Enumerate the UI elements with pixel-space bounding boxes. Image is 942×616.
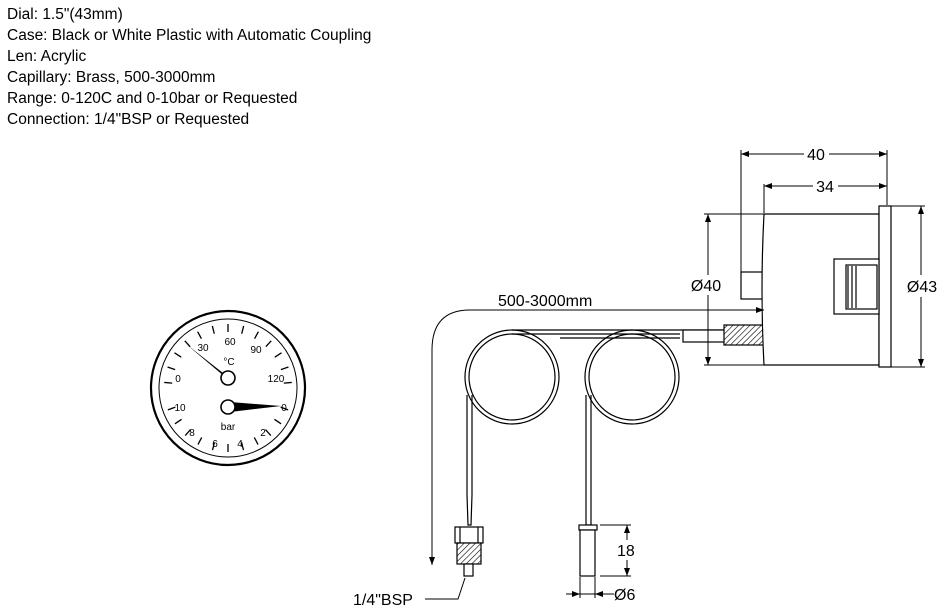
pressure-label-8: 8 (189, 428, 195, 439)
capillary-coils (464, 329, 728, 526)
specification-list: Dial: 1.5"(43mm) Case: Black or White Pl… (7, 4, 371, 130)
pressure-tick (264, 429, 272, 436)
coil-right-inner (588, 333, 676, 421)
coil-left (464, 329, 560, 425)
temp-tick (197, 331, 202, 340)
coil-right (584, 329, 680, 425)
spec-connection: Connection: 1/4"BSP or Requested (7, 111, 250, 128)
dim-bulb-length-18: 18 (617, 543, 635, 560)
gauge-front-view: 0 30 60 90 120 °C 10 8 6 4 2 0 bar (149, 309, 307, 467)
dial-face (158, 318, 298, 458)
temp-tick (254, 331, 259, 340)
pressure-label-0: 0 (281, 403, 287, 414)
capillary-connector (723, 324, 765, 346)
pressure-tick (274, 418, 282, 425)
gauge-side-view (682, 205, 892, 368)
coupling-pin (740, 271, 764, 300)
spec-range: Range: 0-120C and 0-10bar or Requested (7, 90, 298, 107)
temp-label-90: 90 (250, 345, 262, 356)
temp-label-0: 0 (175, 374, 181, 385)
gauge-bezel (878, 205, 892, 368)
temp-label-30: 30 (197, 343, 209, 354)
sensor-bulb (578, 524, 598, 577)
coil-left-inner (468, 333, 556, 421)
pressure-tick (211, 442, 216, 451)
dimension-arrowheads (429, 151, 924, 597)
pressure-tick (184, 429, 192, 436)
temp-tick (265, 340, 272, 348)
dim-capillary-length: 500-3000mm (498, 293, 592, 310)
temp-tick (174, 352, 182, 358)
temp-tick (241, 325, 245, 334)
temp-tick (283, 381, 292, 384)
temp-label-60: 60 (224, 337, 236, 348)
pressure-tick (167, 406, 176, 411)
pressure-tick (174, 418, 182, 425)
dim-diameter-43: Ø43 (907, 279, 937, 296)
pressure-needle (220, 399, 281, 415)
temp-tick (164, 381, 173, 384)
temp-tick (274, 352, 282, 358)
spec-case: Case: Black or White Plastic with Automa… (7, 27, 372, 44)
bsp-fitting (454, 526, 484, 577)
pressure-scale-ticks (167, 406, 289, 452)
pressure-label-10: 10 (174, 403, 186, 414)
capillary-sheath (682, 329, 726, 343)
dim-length-34: 34 (816, 179, 834, 196)
pressure-tick (197, 437, 203, 445)
pressure-tick (253, 437, 259, 445)
temp-tick (184, 340, 191, 348)
dim-thread-bsp: 1/4"BSP (353, 592, 413, 609)
dim-length-40: 40 (807, 147, 825, 164)
pressure-tick (240, 442, 245, 451)
temperature-scale-ticks (164, 324, 292, 384)
pressure-unit-label: bar (221, 422, 236, 433)
temp-unit-label: °C (223, 357, 234, 368)
temp-label-120: 120 (268, 374, 285, 385)
temp-tick (280, 366, 289, 371)
spec-capillary: Capillary: Brass, 500-3000mm (7, 69, 216, 86)
dim-diameter-40: Ø40 (691, 278, 721, 295)
spec-dial: Dial: 1.5"(43mm) (7, 6, 123, 23)
temp-tick (211, 325, 215, 334)
pressure-tick (280, 406, 289, 411)
pressure-label-2: 2 (260, 428, 266, 439)
temperature-needle (186, 344, 236, 386)
dim-bulb-diameter-6: Ø6 (614, 587, 635, 604)
spec-lens: Len: Acrylic (7, 48, 87, 65)
pressure-label-6: 6 (212, 439, 218, 450)
temp-tick (167, 366, 176, 371)
pressure-label-4: 4 (237, 439, 243, 450)
